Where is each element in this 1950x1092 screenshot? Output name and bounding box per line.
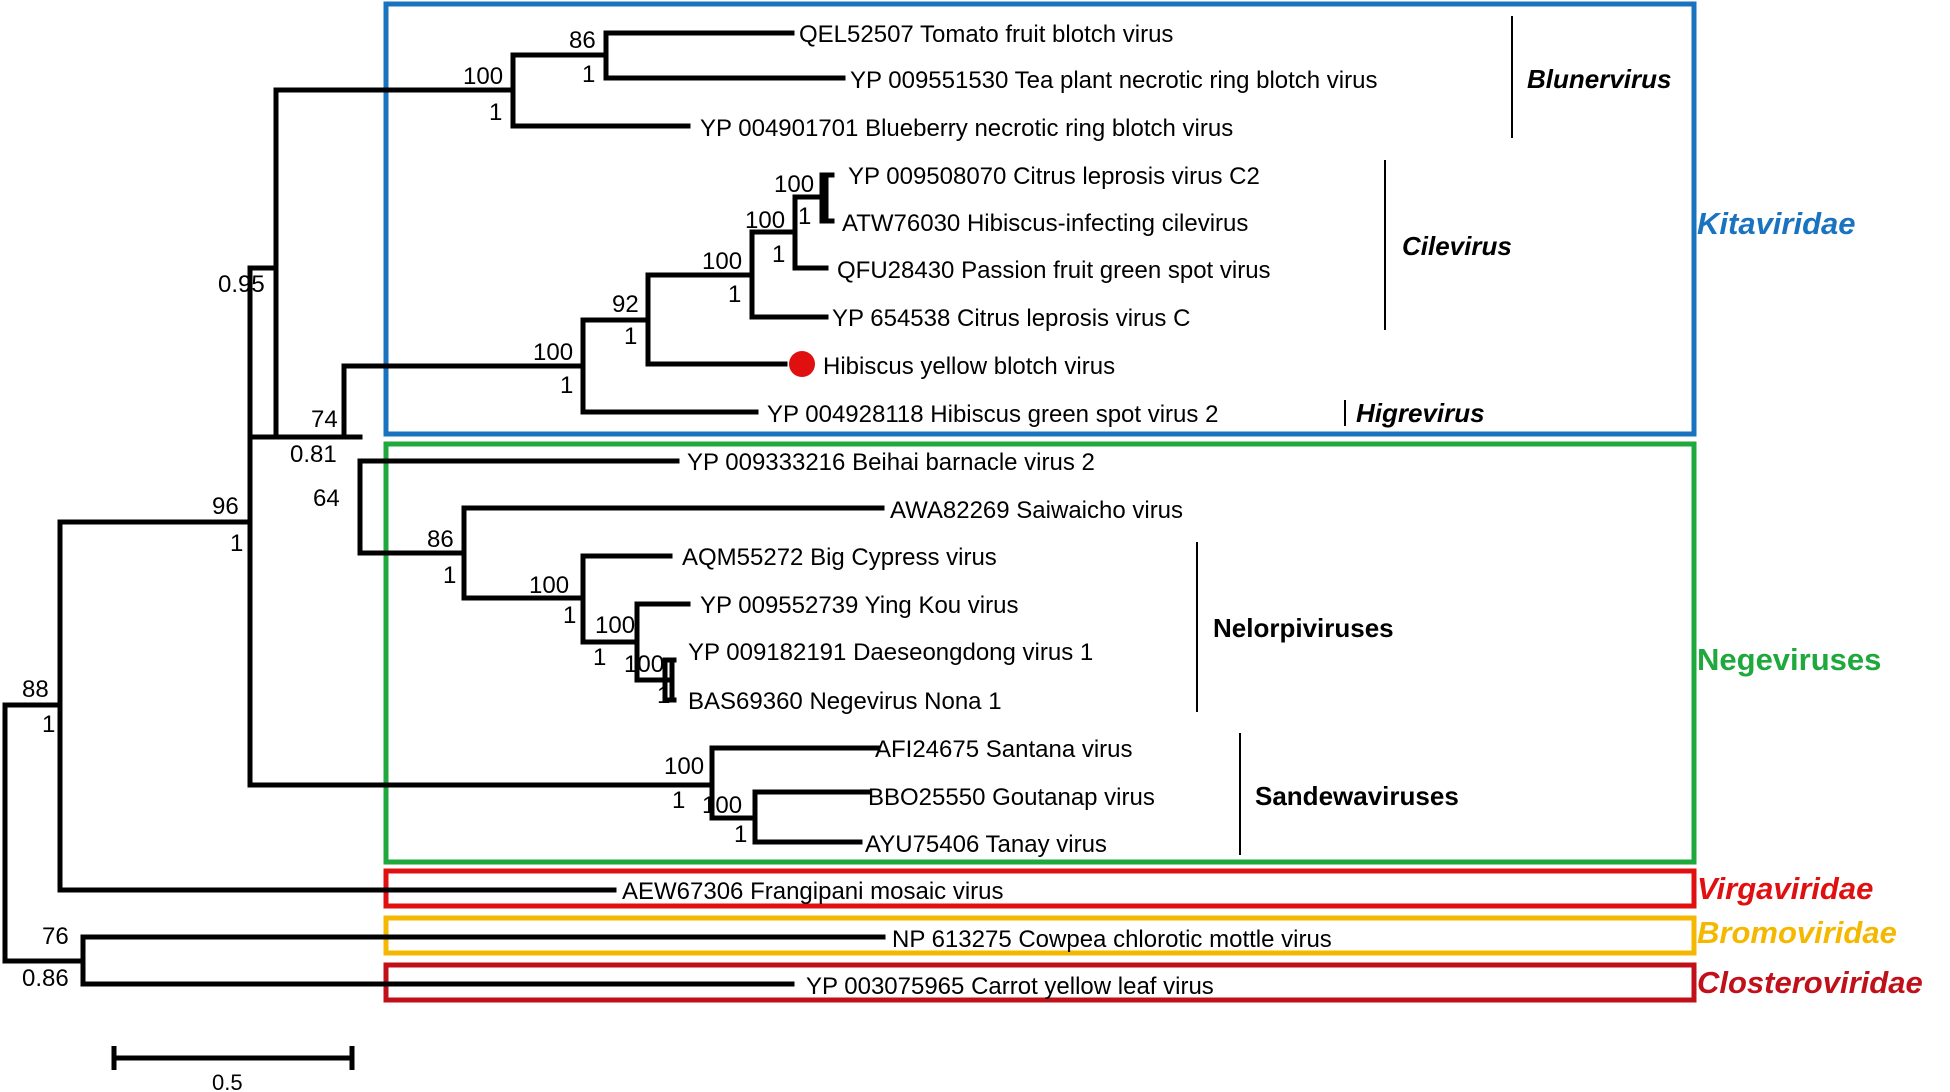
posterior-value: 0.81 (290, 441, 337, 468)
leaf-labels: QEL52507 Tomato fruit blotch virus YP 00… (622, 21, 1377, 1000)
genus-label-nelorpiviruses: Nelorpiviruses (1213, 613, 1394, 643)
leaf-label: NP 613275 Cowpea chlorotic mottle virus (892, 926, 1332, 953)
posterior-value: 1 (489, 99, 502, 126)
leaf-label: Hibiscus yellow blotch virus (823, 353, 1115, 380)
leaf-label: QEL52507 Tomato fruit blotch virus (799, 21, 1173, 48)
bootstrap-value: 100 (702, 792, 742, 819)
leaf-label: YP 004901701 Blueberry necrotic ring blo… (700, 115, 1233, 142)
leaf-label: YP 654538 Citrus leprosis virus C (832, 305, 1190, 332)
leaf-label: QFU28430 Passion fruit green spot virus (837, 257, 1271, 284)
family-label-bromoviridae: Bromoviridae (1697, 915, 1897, 950)
posterior-value: 1 (728, 281, 741, 308)
leaf-label: YP 003075965 Carrot yellow leaf virus (806, 973, 1214, 1000)
leaf-label: BAS69360 Negevirus Nona 1 (688, 688, 1002, 715)
leaf-label: AEW67306 Frangipani mosaic virus (622, 878, 1004, 905)
leaf-label: AWA82269 Saiwaicho virus (890, 497, 1183, 524)
bootstrap-value: 100 (664, 753, 704, 780)
target-virus-marker (789, 351, 815, 377)
posterior-value: 1 (593, 644, 606, 671)
leaf-label: YP 009551530 Tea plant necrotic ring blo… (850, 67, 1377, 94)
bootstrap-value: 96 (212, 493, 239, 520)
leaf-label: ATW76030 Hibiscus-infecting cilevirus (842, 210, 1248, 237)
posterior-value: 1 (443, 562, 456, 589)
bootstrap-value: 100 (624, 651, 664, 678)
leaf-label: YP 009552739 Ying Kou virus (700, 592, 1018, 619)
bootstrap-value: 86 (569, 27, 596, 54)
family-label-kitaviridae: Kitaviridae (1697, 206, 1856, 241)
bootstrap-value: 92 (612, 291, 639, 318)
leaf-label: AFI24675 Santana virus (875, 736, 1133, 763)
leaf-label: YP 004928118 Hibiscus green spot virus 2 (767, 401, 1218, 428)
genus-label-cilevirus: Cilevirus (1402, 231, 1512, 261)
bootstrap-value: 100 (463, 63, 503, 90)
genus-label-higrevirus: Higrevirus (1356, 398, 1485, 428)
family-label-closteroviridae: Closteroviridae (1697, 965, 1923, 1000)
leaf-label: BBO25550 Goutanap virus (868, 784, 1155, 811)
posterior-value: 0.86 (22, 965, 69, 992)
posterior-value: 1 (672, 787, 685, 814)
bootstrap-value: 100 (702, 248, 742, 275)
bootstrap-value: 100 (774, 171, 814, 198)
posterior-value: 1 (563, 602, 576, 629)
posterior-value: 1 (560, 372, 573, 399)
scale-bar-label: 0.5 (212, 1070, 243, 1092)
bootstrap-value: 64 (313, 485, 340, 512)
bootstrap-value: 100 (745, 207, 785, 234)
family-label-virgaviridae: Virgaviridae (1697, 871, 1873, 906)
posterior-value: 1 (798, 203, 811, 230)
posterior-value: 1 (772, 241, 785, 268)
posterior-value: 0.95 (218, 271, 265, 298)
posterior-value: 1 (230, 530, 243, 557)
leaf-label: AQM55272 Big Cypress virus (682, 544, 997, 571)
kitaviridae-box (383, 1, 1697, 437)
genus-label-blunervirus: Blunervirus (1527, 64, 1672, 94)
bootstrap-value: 100 (533, 339, 573, 366)
bootstrap-value: 88 (22, 676, 49, 703)
posterior-value: 1 (42, 711, 55, 738)
leaf-label: AYU75406 Tanay virus (865, 831, 1107, 858)
posterior-value: 1 (734, 821, 747, 848)
bootstrap-value: 100 (529, 572, 569, 599)
leaf-label: YP 009182191 Daeseongdong virus 1 (688, 639, 1093, 666)
negeviruses-box (383, 441, 1697, 865)
family-label-negeviruses: Negeviruses (1697, 642, 1881, 677)
tree-branches (2, 30, 886, 987)
genus-brackets (1196, 16, 1513, 855)
posterior-value: 1 (582, 61, 595, 88)
posterior-value: 1 (657, 682, 670, 709)
scale-bar (111, 1046, 355, 1070)
genus-label-sandewaviruses: Sandewaviruses (1255, 781, 1459, 811)
support-values: 86 1 100 1 100 1 100 1 100 1 92 1 100 1 … (22, 27, 814, 992)
posterior-value: 1 (624, 323, 637, 350)
leaf-label: YP 009508070 Citrus leprosis virus C2 (848, 163, 1260, 190)
bootstrap-value: 100 (595, 612, 635, 639)
bootstrap-value: 86 (427, 526, 454, 553)
leaf-label: YP 009333216 Beihai barnacle virus 2 (687, 449, 1095, 476)
bootstrap-value: 74 (311, 406, 338, 433)
bootstrap-value: 76 (42, 923, 69, 950)
